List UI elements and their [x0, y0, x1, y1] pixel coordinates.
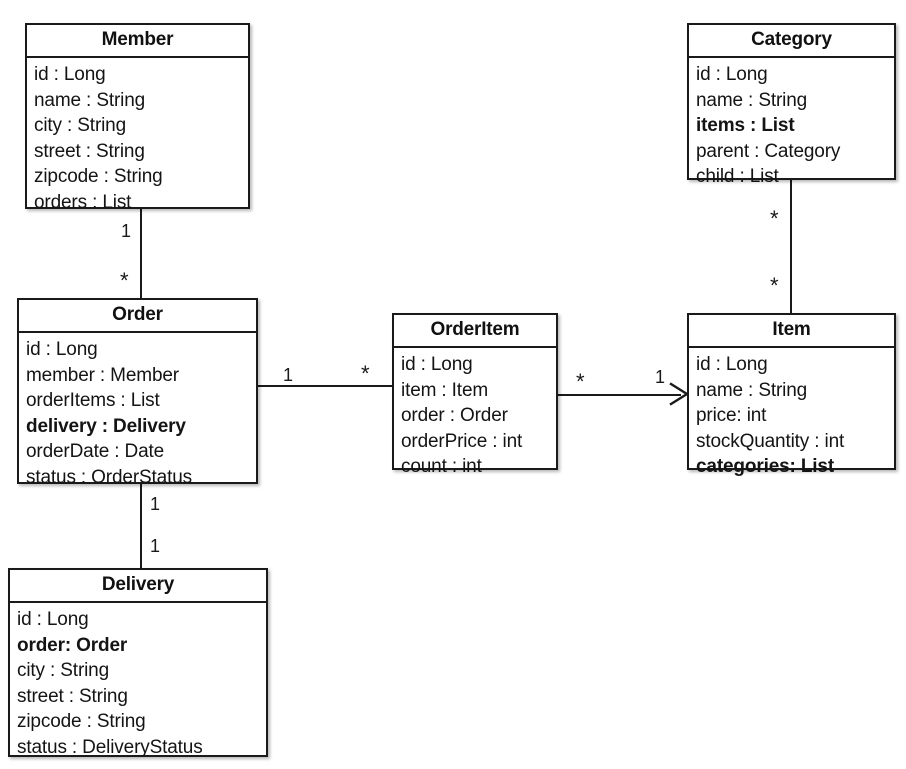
attribute-row: id : Long — [17, 609, 89, 630]
multiplicity-category-item-from: * — [770, 206, 779, 231]
multiplicity-member-order-from: 1 — [121, 221, 132, 241]
class-name-orderitem: OrderItem — [394, 315, 556, 348]
multiplicity-order-delivery-to: 1 — [150, 536, 161, 556]
attribute-row: child : List — [696, 166, 779, 187]
attribute-row: id : Long — [696, 64, 768, 85]
attribute-row: orderDate : Date — [26, 441, 165, 462]
attribute-row: orderItems : List — [26, 390, 160, 411]
class-box-category[interactable]: Category id : Long name : String items :… — [687, 23, 896, 187]
attribute-row: city : String — [17, 660, 110, 681]
class-name-order: Order — [19, 300, 256, 333]
attribute-list-item: id : Long name : String price: int stock… — [689, 348, 894, 485]
edge-order-orderitem[interactable] — [256, 385, 394, 387]
attribute-row: street : String — [34, 140, 145, 162]
attribute-list-category: id : Long name : String items : List par… — [689, 58, 894, 195]
class-box-orderitem[interactable]: OrderItem id : Long item : Item order : … — [392, 313, 558, 477]
attribute-row: city : String — [34, 115, 127, 136]
attribute-row: street : String — [17, 685, 128, 707]
attribute-row: order : Order — [401, 405, 508, 426]
class-name-delivery: Delivery — [10, 570, 266, 603]
edge-member-order[interactable] — [140, 207, 142, 300]
multiplicity-orderitem-item-from: * — [576, 369, 585, 394]
attribute-row: name : String — [34, 89, 146, 111]
attribute-row: name : String — [696, 89, 808, 111]
attribute-list-delivery: id : Long order: Order city : String str… — [10, 603, 266, 765]
class-box-delivery[interactable]: Delivery id : Long order: Order city : S… — [8, 568, 268, 758]
multiplicity-member-order-to: * — [120, 268, 129, 293]
multiplicity-category-item-to: * — [770, 273, 779, 298]
edge-orderitem-item[interactable] — [556, 394, 681, 396]
multiplicity-order-orderitem-from: 1 — [283, 365, 294, 385]
attribute-row: status : DeliveryStatus — [17, 736, 203, 758]
attribute-row: status : OrderStatus — [26, 466, 192, 488]
multiplicity-orderitem-item-to: 1 — [655, 367, 666, 387]
attribute-row: name : String — [696, 379, 808, 401]
attribute-list-orderitem: id : Long item : Item order : Order orde… — [394, 348, 556, 485]
attribute-row: id : Long — [34, 64, 106, 85]
attribute-list-member: id : Long name : String city : String st… — [27, 58, 248, 220]
attribute-row: orderPrice : int — [401, 430, 523, 452]
attribute-row: stockQuantity : int — [696, 430, 845, 452]
attribute-row: id : Long — [696, 354, 768, 375]
attribute-row: zipcode : String — [17, 711, 146, 732]
attribute-row: items : List — [696, 115, 795, 136]
attribute-row: item : Item — [401, 379, 489, 401]
multiplicity-order-delivery-from: 1 — [150, 494, 161, 514]
class-box-member[interactable]: Member id : Long name : String city : St… — [25, 23, 250, 213]
attribute-row: parent : Category — [696, 140, 841, 162]
attribute-row: id : Long — [26, 339, 98, 360]
attribute-row: delivery : Delivery — [26, 415, 186, 437]
edge-order-delivery[interactable] — [140, 482, 142, 570]
attribute-row: count : int — [401, 456, 482, 477]
attribute-row: order: Order — [17, 634, 128, 656]
attribute-row: price: int — [696, 405, 767, 426]
attribute-list-order: id : Long member : Member orderItems : L… — [19, 333, 256, 495]
class-box-order[interactable]: Order id : Long member : Member orderIte… — [17, 298, 258, 488]
class-box-item[interactable]: Item id : Long name : String price: int … — [687, 313, 896, 477]
attribute-row: id : Long — [401, 354, 473, 375]
class-name-category: Category — [689, 25, 894, 58]
class-name-member: Member — [27, 25, 248, 58]
attribute-row: zipcode : String — [34, 166, 163, 187]
class-name-item: Item — [689, 315, 894, 348]
attribute-row: member : Member — [26, 364, 179, 386]
multiplicity-order-orderitem-to: * — [361, 361, 370, 386]
edge-category-item[interactable] — [790, 178, 792, 315]
attribute-row: categories: List — [696, 456, 835, 477]
attribute-row: orders : List — [34, 191, 132, 213]
